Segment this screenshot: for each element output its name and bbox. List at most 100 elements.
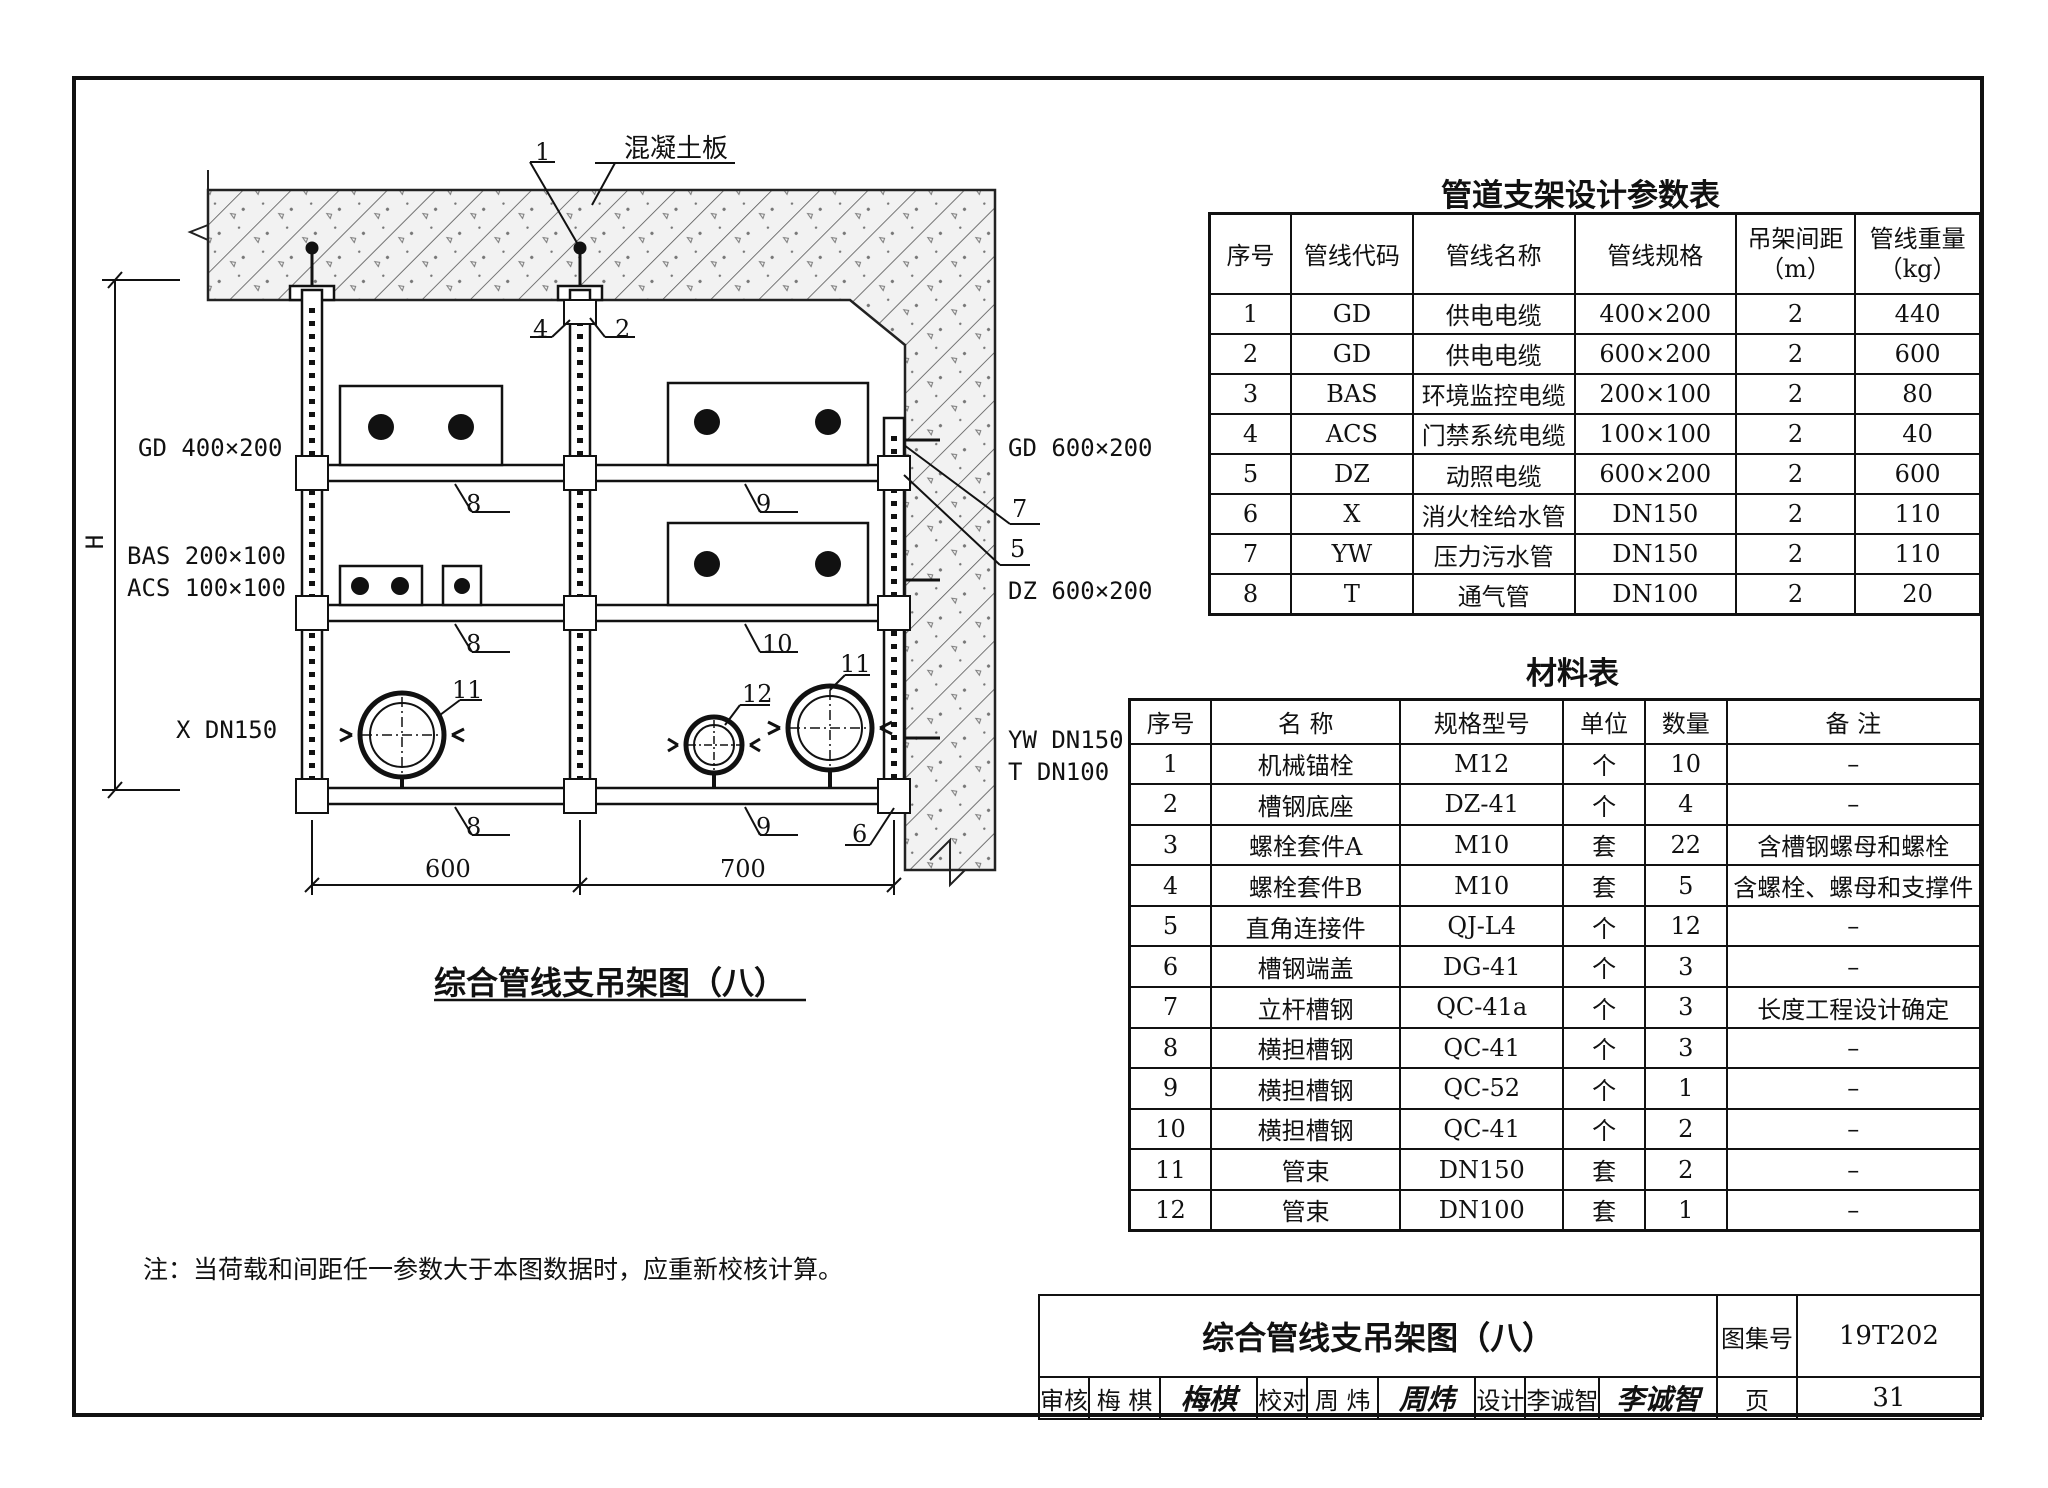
channel-hole — [891, 683, 897, 688]
param-table-cell: 2 — [1734, 332, 1857, 375]
channel-hole — [891, 566, 897, 571]
material-header-unit: 单位 — [1562, 698, 1646, 745]
param-table-cell: GD — [1290, 332, 1414, 375]
channel-hole — [309, 659, 315, 664]
param-table-cell: 600×200 — [1573, 452, 1737, 496]
material-table-cell: 10 — [1128, 1107, 1213, 1151]
param-table-cell: DN100 — [1573, 573, 1737, 616]
param-header-spacing: 吊架间距（m） — [1734, 212, 1857, 295]
material-table-cell: 1 — [1643, 1188, 1728, 1232]
label-gd-600x200: GD 600×200 — [1008, 434, 1153, 462]
channel-hole — [891, 592, 897, 597]
param-table-cell: 8 — [1208, 573, 1293, 616]
channel-hole — [309, 347, 315, 352]
param-table-cell: 200×100 — [1573, 372, 1737, 415]
channel-hole — [309, 555, 315, 560]
channel-hole — [891, 527, 897, 532]
param-table-cell: 3 — [1208, 372, 1293, 415]
material-table-cell: – — [1725, 1067, 1982, 1110]
channel-hole — [577, 386, 583, 391]
material-table-cell: 8 — [1128, 1026, 1213, 1070]
param-table-cell: 600 — [1854, 332, 1982, 375]
channel-hole — [891, 514, 897, 519]
param-table-cell: 600 — [1854, 452, 1982, 496]
pipe-t-dn100 — [667, 714, 761, 788]
callout-6: 6 — [852, 820, 868, 848]
channel-hole — [891, 644, 897, 649]
param-table-cell: 2 — [1734, 292, 1857, 335]
material-table-cell: 套 — [1562, 864, 1646, 907]
channel-hole — [309, 646, 315, 651]
material-table-cell: 个 — [1562, 1067, 1646, 1110]
channel-hole — [577, 399, 583, 404]
channel-hole — [309, 438, 315, 443]
material-table-cell: DZ-41 — [1399, 783, 1565, 826]
channel-hole — [891, 436, 897, 441]
param-table-cell: 20 — [1854, 573, 1982, 616]
material-table-cell: QJ-L4 — [1399, 904, 1565, 948]
concrete-label: 混凝土板 — [624, 134, 729, 164]
channel-hole — [309, 763, 315, 768]
param-table-cell: 2 — [1734, 493, 1857, 536]
label-gd-400x200: GD 400×200 — [138, 434, 283, 462]
channel-hole — [577, 347, 583, 352]
material-table-cell: 11 — [1128, 1148, 1213, 1191]
material-table-cell: 槽钢底座 — [1210, 783, 1402, 826]
material-header-qty: 数量 — [1643, 698, 1728, 745]
param-table-cell: 压力污水管 — [1411, 533, 1576, 576]
page-label: 页 — [1716, 1376, 1798, 1420]
channel-hole — [309, 750, 315, 755]
channel-hole — [577, 646, 583, 651]
material-header-spec: 规格型号 — [1399, 698, 1565, 745]
material-table-cell: 横担槽钢 — [1210, 1107, 1402, 1151]
param-table-cell: T — [1290, 573, 1414, 616]
material-table-cell: QC-52 — [1399, 1067, 1565, 1110]
material-table-cell: 套 — [1562, 1148, 1646, 1191]
channel-hole — [577, 529, 583, 534]
material-table-cell: QC-41 — [1399, 1026, 1565, 1070]
material-table-cell: 横担槽钢 — [1210, 1067, 1402, 1110]
atlas-label: 图集号 — [1716, 1294, 1798, 1378]
callout-11-right: 11 — [840, 650, 871, 678]
channel-hole — [891, 657, 897, 662]
callout-9-top: 9 — [756, 490, 772, 518]
material-table-cell: – — [1725, 904, 1982, 948]
param-table-cell: 400×200 — [1573, 292, 1737, 335]
callout-9-bottom: 9 — [756, 813, 772, 841]
material-table-title: 材料表 — [1526, 656, 1619, 692]
callout-4: 4 — [533, 315, 549, 343]
designer-name: 李诚智 — [1524, 1376, 1601, 1420]
title-block-title: 综合管线支吊架图（八） — [1037, 1294, 1719, 1378]
channel-hole — [309, 386, 315, 391]
param-table-cell: 环境监控电缆 — [1411, 372, 1576, 415]
material-table-cell: – — [1725, 945, 1982, 988]
channel-hole — [891, 696, 897, 701]
material-table-cell: 长度工程设计确定 — [1725, 985, 1982, 1029]
channel-hole — [309, 529, 315, 534]
channel-hole — [891, 761, 897, 766]
callout-8-top: 8 — [466, 490, 482, 518]
material-table-cell: 管束 — [1210, 1188, 1402, 1232]
callout-leaders — [439, 161, 1040, 846]
material-table-cell: 6 — [1128, 945, 1213, 988]
material-table-cell: 个 — [1562, 1026, 1646, 1070]
material-table-cell: – — [1725, 1188, 1982, 1232]
channel-hole — [891, 709, 897, 714]
channel-hole — [577, 451, 583, 456]
param-table-cell: 2 — [1734, 573, 1857, 616]
sheet-border — [72, 76, 1984, 1417]
material-table-cell: 3 — [1643, 945, 1728, 988]
callout-5: 5 — [1010, 535, 1026, 563]
material-table-cell: – — [1725, 1148, 1982, 1191]
material-table-cell: 个 — [1562, 742, 1646, 786]
param-table-cell: 2 — [1734, 412, 1857, 456]
channel-hole — [309, 373, 315, 378]
param-table-cell: 通气管 — [1411, 573, 1576, 616]
